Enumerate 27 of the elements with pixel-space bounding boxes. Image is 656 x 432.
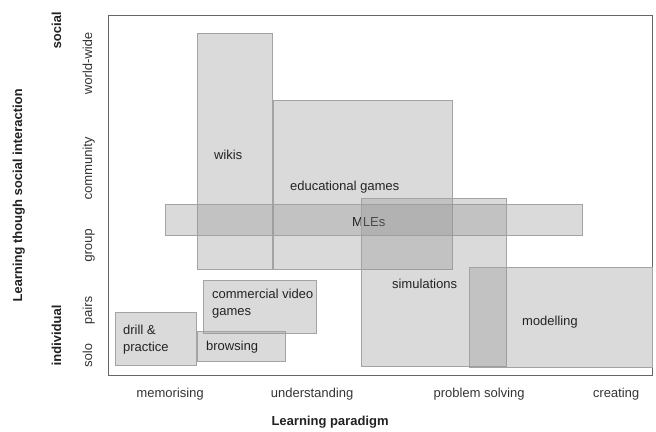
category-region: [197, 331, 286, 362]
axis-label: group: [80, 228, 96, 262]
region-label: commercial video games: [212, 285, 314, 319]
region-label: educational games: [290, 177, 400, 194]
axis-label: memorising: [136, 385, 204, 401]
axis-label: creating: [592, 385, 640, 401]
axis-label: pairs: [80, 296, 96, 324]
axis-label: world-wide: [80, 32, 96, 94]
region-label: wikis: [214, 146, 244, 163]
region-label: modelling: [522, 312, 579, 329]
category-region: [165, 204, 583, 236]
region-label: browsing: [206, 337, 260, 354]
category-region: [115, 312, 197, 366]
region-label: simulations: [392, 275, 458, 292]
axis-label: social: [49, 12, 65, 48]
category-region: [469, 267, 653, 368]
axis-label: Learning though social interaction: [10, 88, 26, 302]
axis-label: solo: [80, 343, 96, 367]
category-region: [197, 33, 273, 270]
category-region: [273, 100, 453, 270]
axis-label: Learning paradigm: [271, 413, 389, 429]
axis-label: community: [80, 136, 96, 200]
axis-label: problem solving: [433, 385, 525, 401]
region-label: drill & practice: [123, 321, 170, 355]
axis-label: individual: [49, 304, 65, 366]
axis-label: understanding: [270, 385, 354, 401]
category-region: [203, 280, 317, 334]
